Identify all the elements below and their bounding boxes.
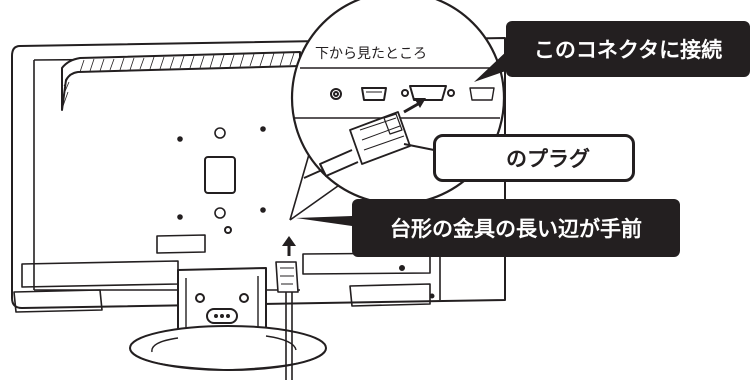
plug-callout-text: のプラグ: [506, 147, 590, 171]
connect-here-callout: このコネクタに接続: [506, 21, 750, 77]
bottom-view-caption: 下から見たところ: [315, 43, 427, 63]
right-foot: [349, 283, 431, 307]
port-arrow: [403, 102, 419, 114]
audio-port: [330, 88, 342, 100]
plug-callout: のプラグ: [433, 134, 635, 182]
dvi-port: [409, 85, 447, 101]
plug-symbol-space: [478, 146, 504, 170]
orientation-callout: 台形の金具の長い辺が手前: [352, 199, 680, 257]
stand-button: [206, 308, 238, 324]
vent-hatch: [62, 52, 295, 107]
orientation-leader: [296, 216, 352, 226]
center-recess: [204, 156, 236, 194]
left-foot: [13, 289, 103, 313]
cable-plug: [275, 261, 299, 293]
plug-leader: [403, 143, 435, 151]
label-slot: [156, 234, 206, 254]
mount-holes: [177, 126, 266, 220]
hdmi-port: [361, 87, 387, 101]
